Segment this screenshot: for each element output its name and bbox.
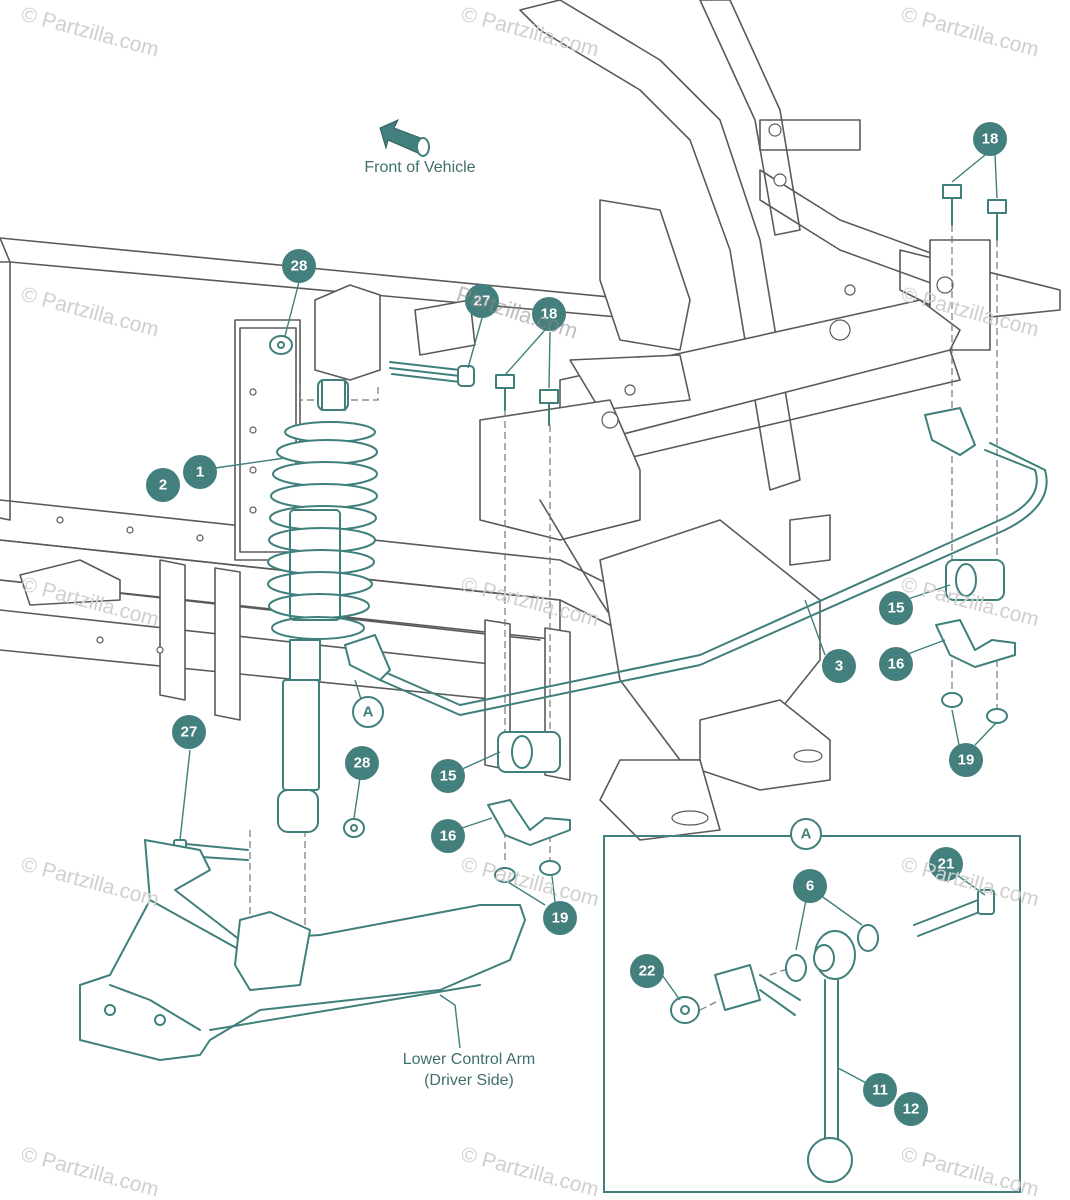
svg-text:21: 21 (938, 856, 955, 873)
callout-22: 22 (630, 954, 664, 988)
svg-text:11: 11 (872, 1082, 888, 1099)
svg-text:1: 1 (196, 464, 204, 481)
svg-text:22: 22 (639, 963, 656, 980)
sway-bar (344, 407, 1048, 716)
svg-text:15: 15 (440, 768, 457, 785)
svg-text:16: 16 (440, 828, 457, 845)
svg-text:28: 28 (354, 755, 371, 772)
vehicle-frame (0, 0, 1061, 841)
callout-19-right: 19 (949, 743, 983, 777)
svg-text:© Partzilla.com: © Partzilla.com (19, 853, 162, 912)
detail-box-reference-a: A (790, 818, 822, 850)
svg-text:18: 18 (541, 306, 558, 323)
svg-text:12: 12 (903, 1101, 920, 1118)
front-of-vehicle-label: Front of Vehicle (364, 159, 475, 176)
svg-text:© Partzilla.com: © Partzilla.com (899, 3, 1042, 62)
callout-19-left: 19 (543, 901, 577, 935)
svg-text:16: 16 (888, 656, 905, 673)
svg-text:6: 6 (806, 878, 814, 895)
callout-6: 6 (793, 869, 827, 903)
callout-3: 3 (822, 649, 856, 683)
lower-control-arm-side-label: (Driver Side) (424, 1072, 514, 1089)
svg-text:3: 3 (835, 658, 843, 675)
callout-27-upper: 27 (465, 284, 499, 318)
callout-28-lower: 28 (345, 746, 379, 780)
callout-27-lower: 27 (172, 715, 206, 749)
svg-text:© Partzilla.com: © Partzilla.com (19, 1143, 162, 1200)
callout-18-left: 18 (532, 297, 566, 331)
callout-11: 11 (863, 1073, 897, 1107)
svg-text:27: 27 (474, 293, 491, 310)
callout-21: 21 (929, 847, 963, 881)
leader-lines (179, 154, 998, 1086)
callout-2: 2 (146, 468, 180, 502)
callout-28-upper: 28 (282, 249, 316, 283)
hardware (173, 184, 1016, 883)
svg-text:19: 19 (958, 752, 975, 769)
callout-16-left: 16 (431, 819, 465, 853)
coil-over-shock (267, 379, 378, 833)
svg-text:18: 18 (982, 131, 999, 148)
svg-text:© Partzilla.com: © Partzilla.com (459, 853, 602, 912)
callout-12: 12 (894, 1092, 928, 1126)
svg-text:© Partzilla.com: © Partzilla.com (459, 573, 602, 632)
svg-text:15: 15 (888, 600, 905, 617)
direction-arrow-icon (379, 118, 430, 157)
callout-15-right: 15 (879, 591, 913, 625)
svg-text:27: 27 (181, 724, 198, 741)
svg-text:19: 19 (552, 910, 569, 927)
callout-1: 1 (183, 455, 217, 489)
svg-text:© Partzilla.com: © Partzilla.com (459, 1143, 602, 1200)
detail-reference-a: A (352, 696, 384, 728)
callout-15-left: 15 (431, 759, 465, 793)
callout-18-right: 18 (973, 122, 1007, 156)
callout-16-right: 16 (879, 647, 913, 681)
svg-text:A: A (363, 704, 374, 721)
lower-control-arm (79, 839, 526, 1061)
svg-text:© Partzilla.com: © Partzilla.com (19, 283, 162, 342)
lower-control-arm-label: Lower Control Arm (403, 1051, 536, 1068)
detail-a-box (603, 835, 1021, 1193)
svg-text:28: 28 (291, 258, 308, 275)
svg-text:© Partzilla.com: © Partzilla.com (19, 3, 162, 62)
svg-text:2: 2 (159, 477, 167, 494)
svg-text:A: A (801, 826, 812, 843)
